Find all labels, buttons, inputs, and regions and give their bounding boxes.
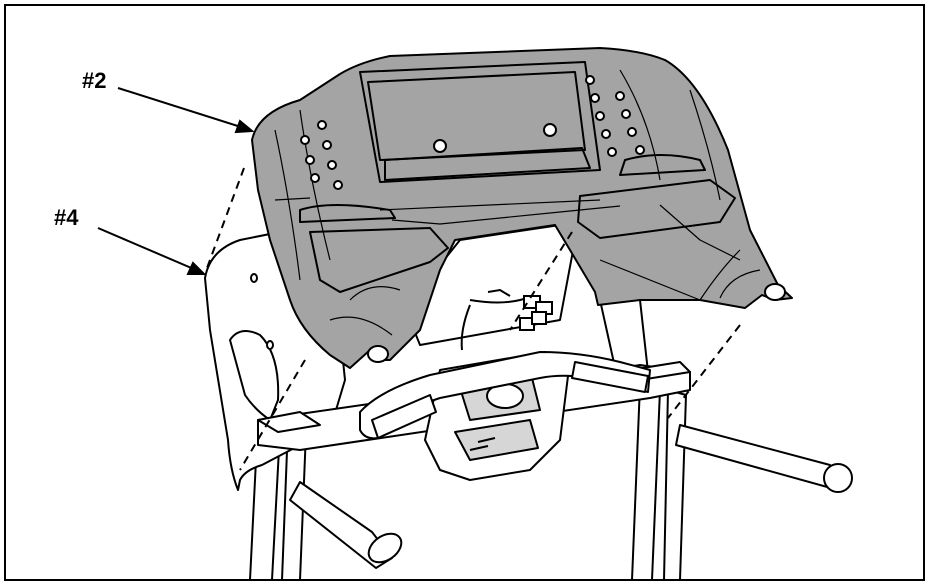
alignment-lines [206, 167, 741, 471]
callout-2-label: #2 [82, 68, 107, 93]
left-handrail [289, 481, 403, 569]
wire-harness [460, 288, 553, 351]
hood [251, 47, 793, 369]
right-handrail [675, 424, 853, 493]
diagram-frame [4, 4, 925, 581]
leader-arrows [97, 87, 255, 275]
center-grip [359, 351, 651, 440]
callout-4-label: #4 [54, 205, 79, 230]
